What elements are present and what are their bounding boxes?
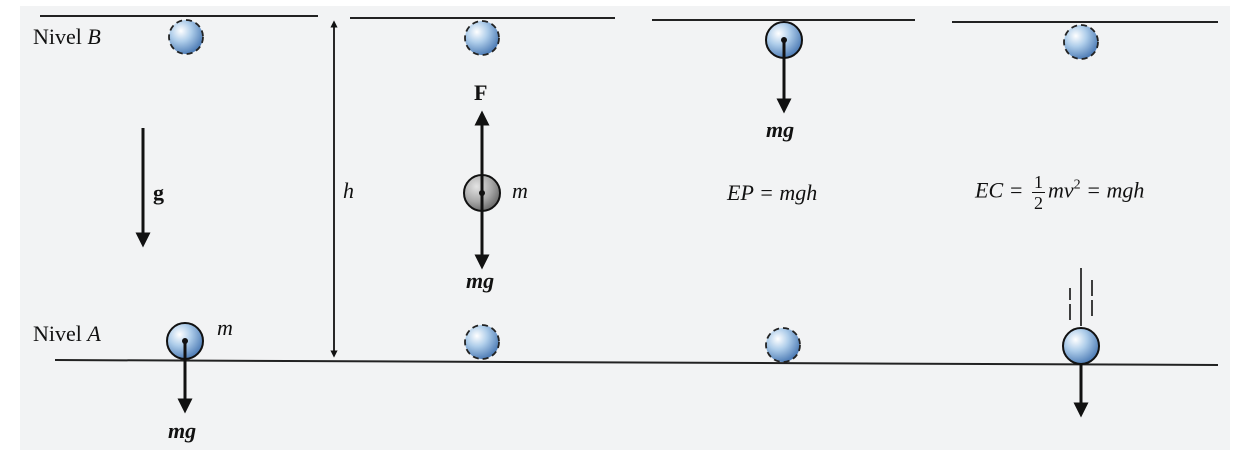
weight-label-a: mg <box>168 418 197 443</box>
ball-b-dashed-2 <box>464 20 500 56</box>
kinetic-rhs: = mgh <box>1086 177 1145 203</box>
gravity-label: g <box>153 180 164 205</box>
paper-background <box>20 6 1230 450</box>
height-label: h <box>343 178 354 203</box>
ball-a-solid-4 <box>1062 327 1100 365</box>
weight-label-top: mg <box>766 117 795 142</box>
kinetic-lhs: EC = <box>975 177 1024 203</box>
level-a-label: Nivel A <box>33 321 101 346</box>
ball-a-dashed-2 <box>464 324 500 360</box>
kinetic-energy-equation: EC = 1 2 mv2 = mgh <box>975 172 1145 213</box>
force-label: F <box>474 80 488 105</box>
motion-lines <box>1069 268 1093 326</box>
ball-a-dashed-3 <box>765 327 801 363</box>
ball-b-dashed-4 <box>1063 24 1099 60</box>
level-b-label: Nivel B <box>33 24 101 49</box>
fraction-one-half: 1 2 <box>1031 172 1045 213</box>
ball-b-dashed-1 <box>168 19 204 55</box>
potential-energy-equation: EP = mgh <box>727 180 818 205</box>
level-a-line <box>54 359 1219 366</box>
weight-label-middle: mg <box>466 268 495 293</box>
mass-label-a: m <box>217 315 233 340</box>
mass-label-middle: m <box>512 178 528 203</box>
